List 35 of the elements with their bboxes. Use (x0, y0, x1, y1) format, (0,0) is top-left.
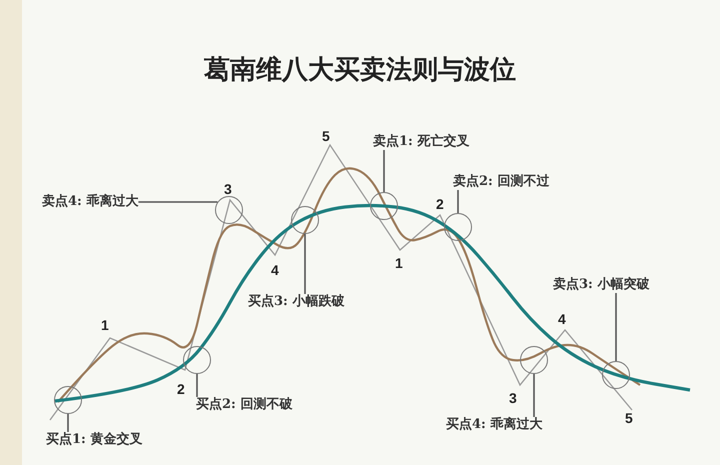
callout-label: 卖点2: 回测不过 (453, 174, 550, 190)
wave-number: 3 (224, 181, 232, 197)
circle-marker (291, 206, 319, 234)
leader-line (138, 201, 218, 203)
wave-number: 4 (271, 262, 279, 278)
leader-line (533, 374, 535, 417)
leader-line (615, 293, 617, 361)
leader-line (457, 190, 459, 213)
circle-marker (444, 213, 472, 241)
leader-line (196, 374, 198, 397)
callout-label: 卖点1: 死亡交叉 (373, 134, 470, 150)
leader-line (67, 414, 69, 432)
wave-number: 1 (101, 317, 109, 333)
wave-number: 2 (436, 196, 444, 212)
wave-number: 5 (625, 410, 633, 426)
callout-label: 卖点3: 小幅突破 (553, 277, 650, 293)
title: 葛南维八大买卖法则与波位 (203, 54, 517, 87)
leader-line (304, 234, 306, 294)
circle-marker (215, 196, 243, 224)
circle-marker (183, 346, 211, 374)
wave-number: 3 (509, 390, 517, 406)
leader-line (383, 150, 385, 192)
callout-label: 卖点4: 乖离过大 (42, 194, 138, 210)
callout-label: 买点3: 小幅跌破 (248, 294, 344, 310)
wave-number: 5 (322, 128, 330, 144)
callout-label: 买点1: 黄金交叉 (46, 432, 142, 448)
wave-number: 2 (177, 381, 185, 397)
circle-marker (602, 361, 630, 389)
callout-label: 买点4: 乖离过大 (446, 417, 542, 433)
circle-marker (370, 192, 398, 220)
circle-marker (54, 386, 82, 414)
wave-number: 1 (395, 255, 403, 271)
circle-marker (520, 346, 548, 374)
callout-label: 买点2: 回测不破 (196, 397, 292, 413)
wave-number: 4 (558, 311, 566, 327)
